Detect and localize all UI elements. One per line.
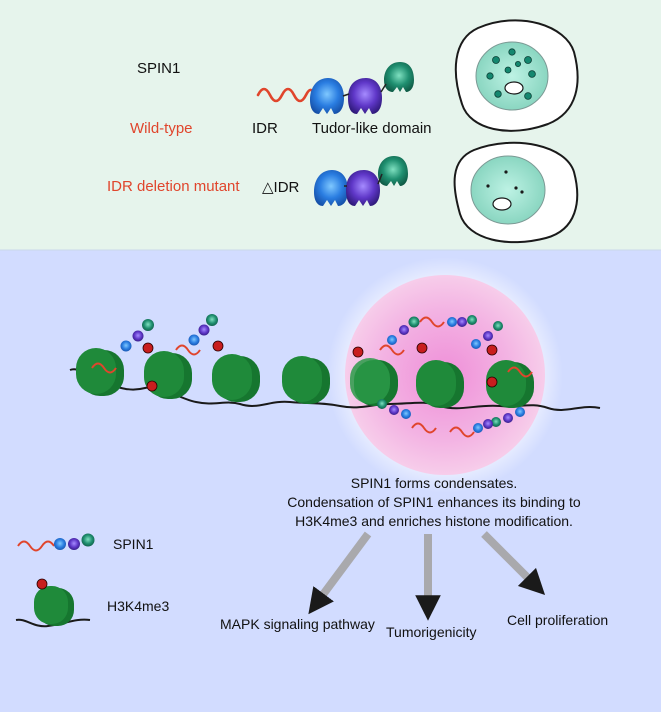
- diffuse-puncta: [486, 170, 524, 194]
- condensate-puncta: [486, 48, 536, 100]
- idr-deletion-spin1-schematic: [314, 156, 408, 206]
- caption-line-1: SPIN1 forms condensates.: [350, 475, 518, 491]
- caption-line-3: H3K4me3 and enriches histone modificatio…: [295, 513, 573, 529]
- idr-tail: [256, 87, 318, 103]
- outcome-mapk: MAPK signaling pathway: [220, 616, 375, 632]
- idr-deletion-label: IDR deletion mutant: [107, 178, 240, 195]
- tudor-domain-1: [314, 170, 348, 206]
- nucleus: [470, 155, 546, 225]
- nucleolus: [504, 81, 524, 95]
- arrow-cell-proliferation: [481, 531, 546, 596]
- wild-type-cell-illustration: [454, 19, 579, 132]
- tudor-domain-2: [346, 170, 380, 206]
- tudor-domain-1: [310, 78, 344, 114]
- idr-deletion-cell-illustration: [453, 141, 579, 244]
- wild-type-label: Wild-type: [130, 120, 193, 137]
- spin1-proteins: [91, 314, 533, 438]
- domain-linker: [380, 83, 387, 93]
- nucleosome-icon: [15, 578, 91, 628]
- spin1-protein-icon: [17, 533, 95, 552]
- nucleolus: [492, 197, 512, 211]
- delta-idr-label: △IDR: [262, 179, 300, 196]
- domain-linker: [377, 173, 383, 185]
- tudor-domain-3: [384, 62, 414, 92]
- condensate-caption: SPIN1 forms condensates. Condensation of…: [284, 474, 584, 531]
- h3k4me3-marks: [142, 340, 498, 392]
- outcome-tumorigenicity: Tumorigenicity: [386, 624, 477, 640]
- outcome-cell-proliferation: Cell proliferation: [507, 612, 609, 628]
- domain-linker: [342, 93, 350, 97]
- legend-spin1-label: SPIN1: [113, 536, 154, 552]
- tudor-domain-label: Tudor-like domain: [312, 120, 432, 137]
- legend-h3k4me3-label: H3K4me3: [107, 598, 170, 614]
- tudor-domain-3: [378, 156, 408, 186]
- idr-label: IDR: [252, 120, 278, 137]
- arrow-mapk: [308, 531, 372, 615]
- caption-line-2: Condensation of SPIN1 enhances its bindi…: [287, 494, 581, 510]
- spin1-title: SPIN1: [137, 60, 181, 77]
- wild-type-spin1-schematic: [256, 62, 414, 114]
- tudor-domain-2: [348, 78, 382, 114]
